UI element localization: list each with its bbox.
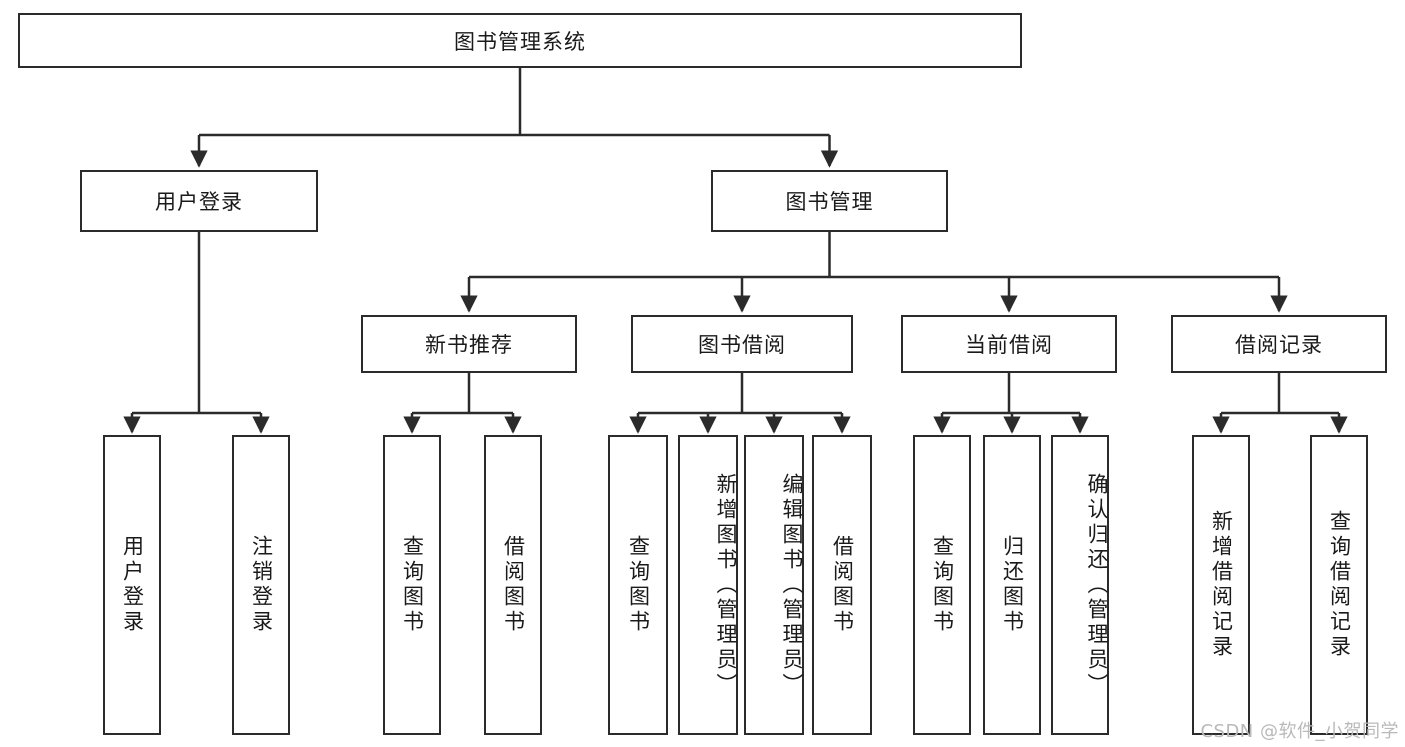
leaf-query-book-current[interactable]: 查询图书 — [913, 435, 971, 735]
node-label: 借阅图书 — [830, 535, 855, 635]
leaf-user-login[interactable]: 用户登录 — [103, 435, 161, 735]
node-label: 用户登录 — [120, 535, 145, 635]
csdn-watermark: CSDN @软件_小贺同学 — [1200, 721, 1399, 742]
leaf-query-borrow-record[interactable]: 查询借阅记录 — [1310, 435, 1368, 735]
node-label: 图书借阅 — [698, 333, 786, 357]
leaf-borrow-book[interactable]: 借阅图书 — [812, 435, 872, 735]
leaf-return-book[interactable]: 归还图书 — [983, 435, 1041, 735]
node-book-management[interactable]: 图书管理 — [711, 170, 948, 232]
node-label: 确认归还（管理员） — [1085, 472, 1109, 698]
leaf-confirm-return-admin[interactable]: 确认归还（管理员） — [1051, 435, 1109, 735]
node-label: 新增借阅记录 — [1209, 510, 1234, 660]
node-label: 新增图书（管理员） — [714, 472, 738, 698]
leaf-add-borrow-record[interactable]: 新增借阅记录 — [1192, 435, 1250, 735]
leaf-logout[interactable]: 注销登录 — [232, 435, 290, 735]
leaf-edit-book-admin[interactable]: 编辑图书（管理员） — [744, 435, 804, 735]
node-label: 编辑图书（管理员） — [780, 472, 804, 698]
node-label: 图书管理 — [785, 190, 874, 214]
node-label: 借阅图书 — [501, 535, 526, 635]
node-label: 查询图书 — [626, 535, 651, 635]
node-label: 新书推荐 — [425, 333, 513, 357]
node-new-book-recommend[interactable]: 新书推荐 — [361, 315, 577, 373]
leaf-query-book-recommend[interactable]: 查询图书 — [383, 435, 441, 735]
node-current-borrow[interactable]: 当前借阅 — [901, 315, 1117, 373]
node-label: 查询借阅记录 — [1327, 510, 1352, 660]
node-book-borrow[interactable]: 图书借阅 — [631, 315, 853, 373]
node-label: 当前借阅 — [965, 333, 1053, 357]
node-user-login[interactable]: 用户登录 — [80, 170, 318, 232]
node-label: 归还图书 — [1000, 535, 1025, 635]
node-label: 图书管理系统 — [454, 29, 586, 54]
node-borrow-record[interactable]: 借阅记录 — [1171, 315, 1387, 373]
node-label: 注销登录 — [249, 535, 274, 635]
node-label: 查询图书 — [930, 535, 955, 635]
leaf-query-book-borrow[interactable]: 查询图书 — [608, 435, 668, 735]
node-label: 用户登录 — [155, 190, 243, 214]
node-label: 借阅记录 — [1235, 333, 1323, 357]
node-root[interactable]: 图书管理系统 — [18, 13, 1022, 68]
leaf-add-book-admin[interactable]: 新增图书（管理员） — [678, 435, 738, 735]
leaf-borrow-book-recommend[interactable]: 借阅图书 — [484, 435, 542, 735]
node-label: 查询图书 — [400, 535, 425, 635]
